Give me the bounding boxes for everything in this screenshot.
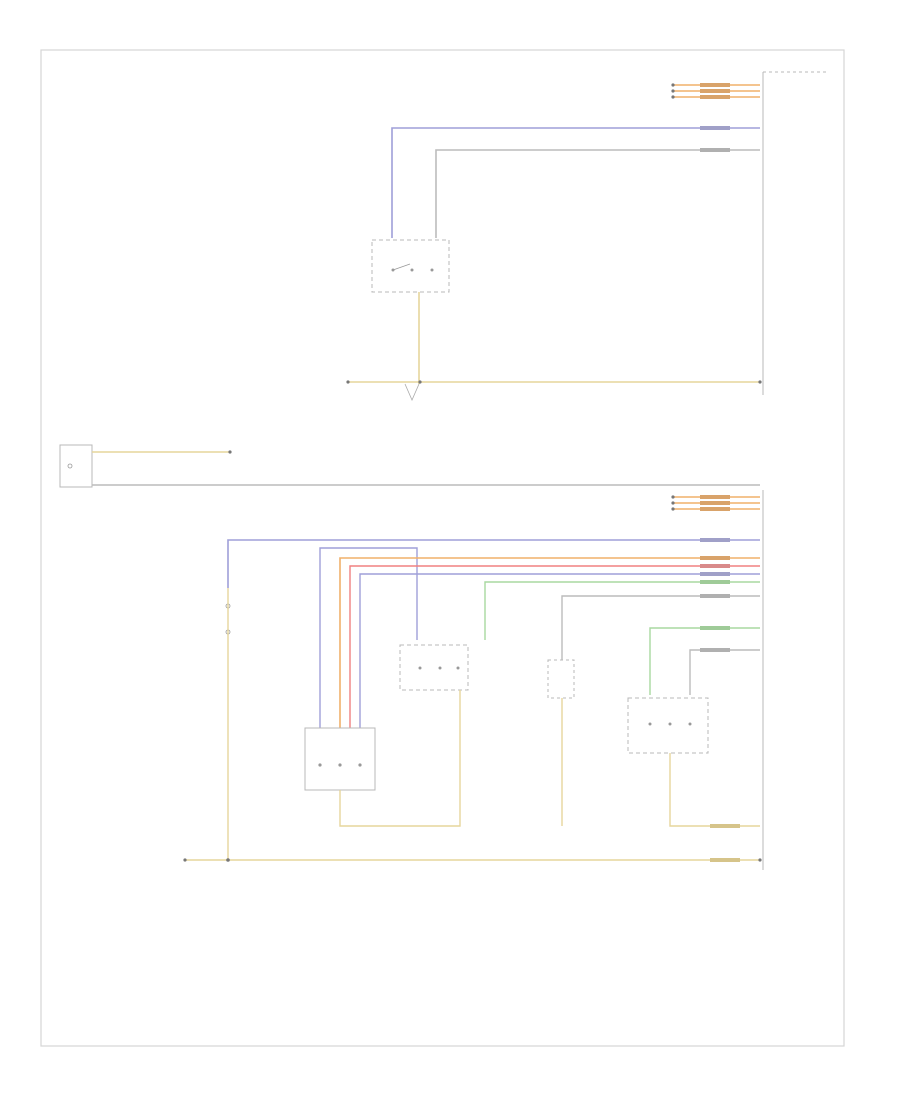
wire-green-1 <box>484 581 760 640</box>
switch-b <box>304 727 376 791</box>
wire-gray-1 <box>561 595 760 660</box>
top-wire-gray <box>435 149 760 238</box>
wire-gray-2 <box>689 649 760 695</box>
wire-blue-1 <box>227 539 760 588</box>
top-module <box>762 71 828 395</box>
switch-c <box>399 644 469 691</box>
bottom-module-connector <box>671 495 760 511</box>
diagram-frame <box>40 49 845 1047</box>
wire-blue-2 <box>319 547 418 728</box>
left-switch <box>59 444 93 488</box>
switch-d <box>547 659 575 699</box>
switch-e <box>627 697 709 754</box>
switch-a <box>225 588 231 860</box>
top-wire-blue <box>391 127 760 238</box>
wire-green-2 <box>649 627 760 695</box>
wire-orange <box>339 557 760 728</box>
wire-blue-3 <box>359 573 760 728</box>
top-switch <box>371 239 450 293</box>
top-module-connector <box>671 83 760 99</box>
wire-red <box>349 565 760 728</box>
